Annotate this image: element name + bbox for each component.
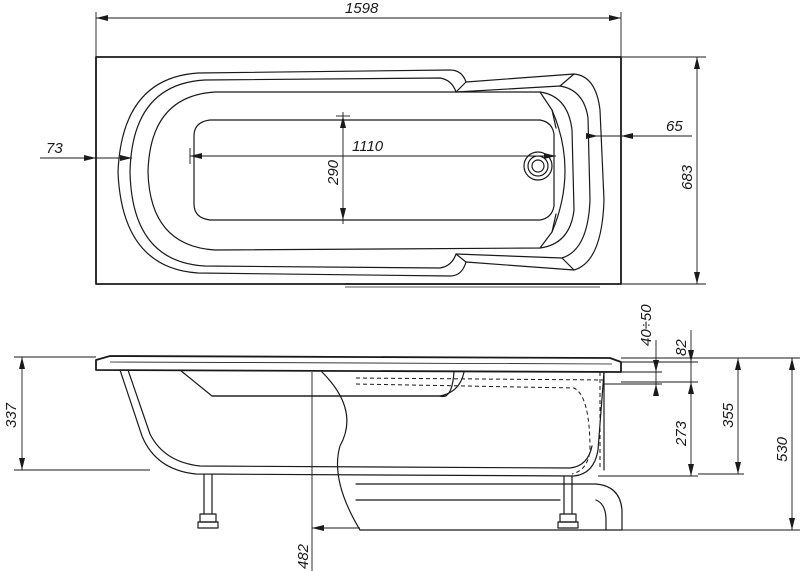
dim-inner-length: 1110 bbox=[189, 138, 556, 164]
side-view: 337 482 40÷50 82 bbox=[3, 304, 800, 571]
dim-inner-width: 290 bbox=[325, 112, 350, 224]
dim-label-1110: 1110 bbox=[352, 138, 384, 155]
dim-rim-thickness: 82 bbox=[621, 330, 698, 396]
dim-depth-left: 337 bbox=[3, 356, 150, 471]
dim-label-73: 73 bbox=[46, 140, 63, 157]
leg-right-icon bbox=[557, 475, 579, 529]
dim-right-rim: 65 bbox=[586, 118, 692, 139]
side-support-frame bbox=[355, 483, 623, 531]
dim-label-355: 355 bbox=[720, 402, 737, 428]
dim-label-337: 337 bbox=[3, 402, 20, 428]
top-bottom-flat bbox=[193, 119, 555, 221]
dim-total-height: 530 bbox=[622, 357, 800, 531]
dim-leg-offset: 482 bbox=[295, 372, 360, 571]
top-view: 1598 683 1110 290 bbox=[40, 0, 706, 288]
dim-label-1598: 1598 bbox=[345, 0, 379, 17]
side-head-slope bbox=[179, 369, 465, 397]
side-bowl-shell bbox=[119, 369, 605, 477]
dim-label-273: 273 bbox=[673, 420, 690, 447]
dim-label-65: 65 bbox=[666, 118, 683, 135]
dim-depth-right: 355 bbox=[621, 357, 744, 475]
dim-overall-length: 1598 bbox=[95, 0, 622, 57]
dim-label-40-50: 40÷50 bbox=[638, 304, 655, 346]
dim-overall-width: 683 bbox=[621, 56, 706, 285]
side-front-panel bbox=[321, 371, 361, 531]
dim-label-683: 683 bbox=[679, 164, 696, 190]
dim-inner-depth: 273 bbox=[598, 384, 698, 477]
dim-label-290: 290 bbox=[325, 159, 342, 186]
top-bowl-inner-rim bbox=[129, 77, 591, 269]
leg-left-icon bbox=[197, 473, 219, 529]
top-bowl-slope bbox=[147, 91, 575, 251]
dim-label-482: 482 bbox=[295, 543, 312, 569]
dim-label-82: 82 bbox=[673, 339, 690, 356]
dim-left-rim: 73 bbox=[40, 140, 132, 166]
side-hidden-contour bbox=[355, 383, 591, 475]
dim-label-530: 530 bbox=[774, 436, 791, 462]
dim-rim-height: 40÷50 bbox=[604, 304, 662, 396]
